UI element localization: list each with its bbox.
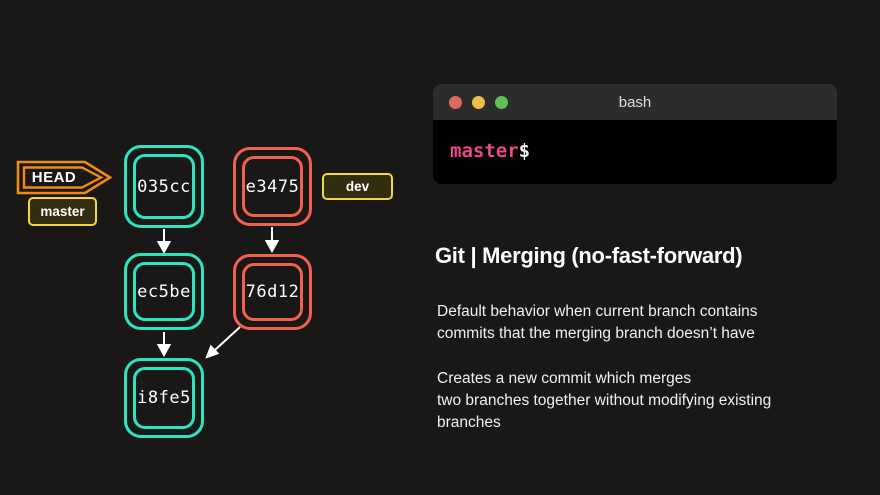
commit-node-035cc: 035cc: [124, 145, 204, 228]
slide-paragraph-2: Creates a new commit which merges two br…: [437, 370, 772, 431]
close-button[interactable]: [449, 95, 462, 109]
arrowhead: [156, 344, 172, 358]
arrow-76d12-i8fe5: [214, 326, 241, 351]
terminal-prompt-branch: master: [450, 140, 519, 162]
branch-label-master: master: [28, 197, 97, 226]
commit-node-ec5be: ec5be: [124, 253, 204, 330]
head-arrow-icon: [16, 160, 113, 195]
commit-node-i8fe5: i8fe5: [124, 358, 204, 438]
commit-sha: e3475: [245, 176, 300, 197]
terminal-titlebar: bash: [433, 84, 837, 120]
commit-node-inner: i8fe5: [133, 367, 195, 429]
arrowhead: [205, 344, 220, 359]
commit-node-inner: 035cc: [133, 154, 195, 219]
arrowhead: [264, 240, 280, 254]
commit-node-inner: e3475: [242, 156, 303, 217]
commit-sha: 76d12: [245, 282, 300, 302]
window-controls: [449, 84, 508, 120]
commit-node-inner: 76d12: [242, 263, 303, 321]
commit-sha: i8fe5: [137, 388, 191, 408]
commit-node-e3475: e3475: [233, 147, 312, 226]
commit-node-76d12: 76d12: [233, 254, 312, 330]
arrowhead: [156, 241, 172, 255]
zoom-button[interactable]: [495, 95, 508, 109]
terminal-body[interactable]: master$: [433, 120, 837, 184]
commit-sha: ec5be: [137, 281, 191, 302]
minimize-button[interactable]: [472, 95, 485, 109]
slide-paragraph-1: Default behavior when current branch con…: [437, 303, 758, 342]
slide-title: Git | Merging (no-fast-forward): [435, 243, 743, 268]
head-pointer: HEAD: [16, 159, 113, 196]
terminal-prompt-symbol: $: [518, 140, 531, 162]
branch-label-dev: dev: [322, 173, 393, 200]
branch-label-text: dev: [345, 179, 370, 194]
terminal-window: bash master$: [433, 84, 837, 184]
commit-sha: 035cc: [137, 176, 191, 197]
terminal-title: bash: [618, 93, 652, 111]
head-label: HEAD: [31, 169, 77, 186]
commit-node-inner: ec5be: [133, 262, 195, 321]
branch-label-text: master: [40, 204, 85, 219]
